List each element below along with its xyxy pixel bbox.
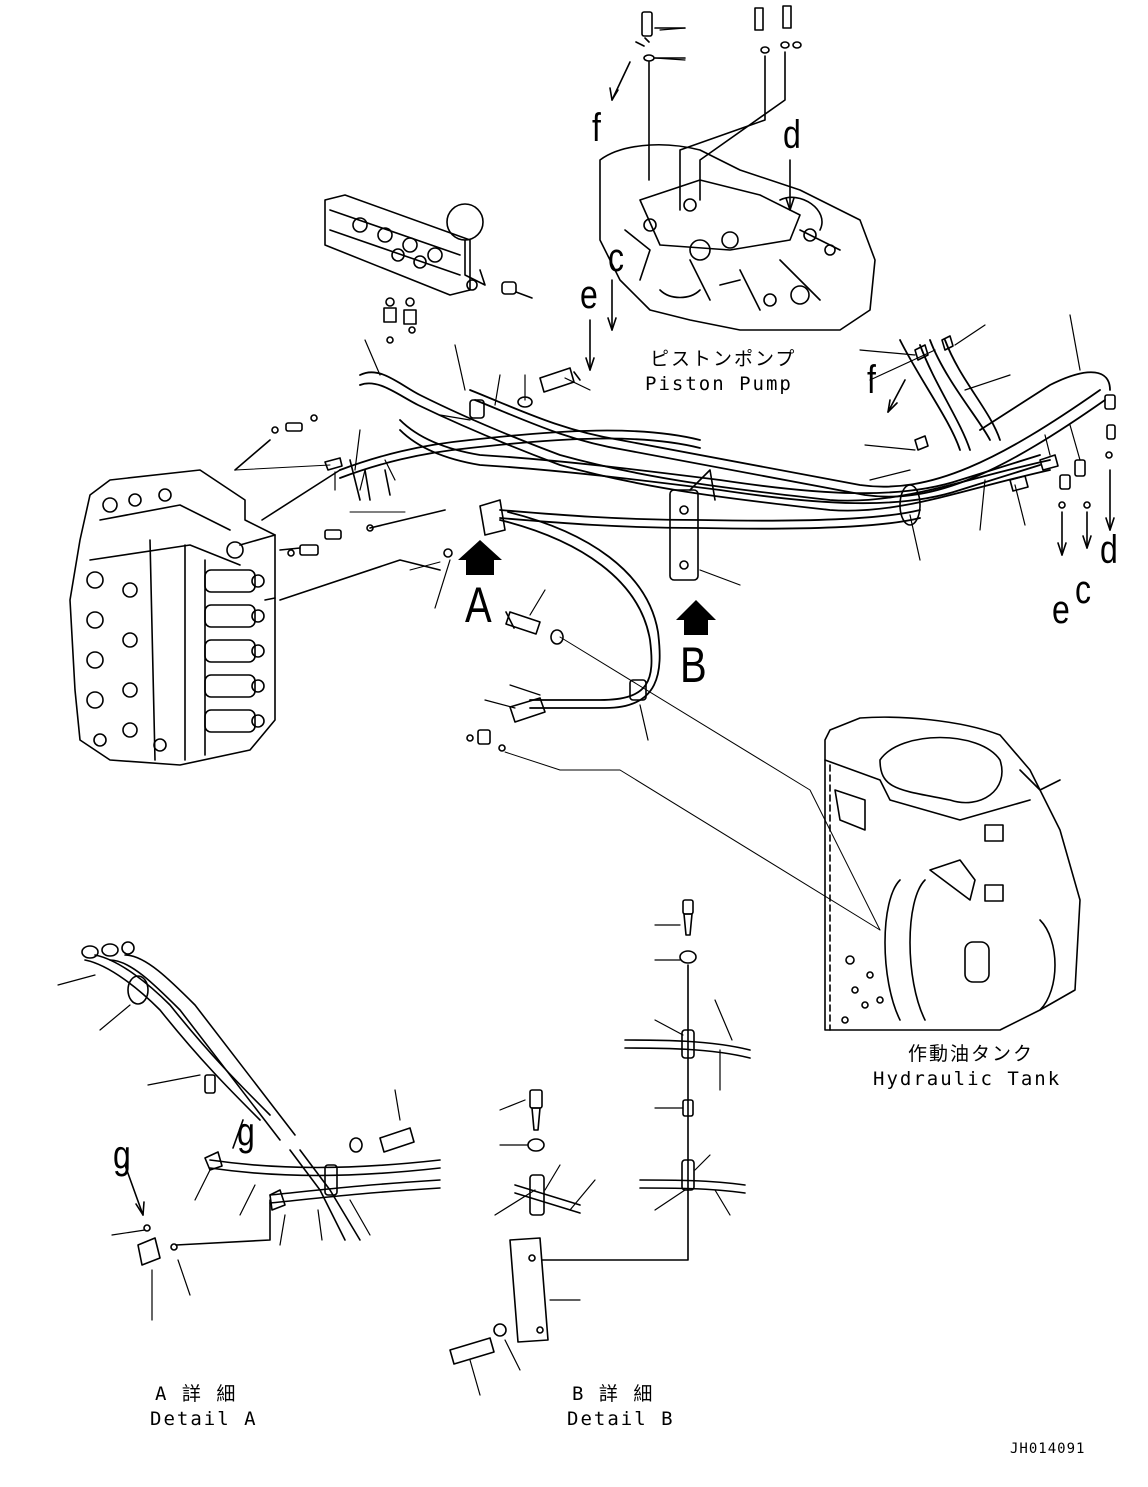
hydraulic-tank — [824, 716, 1081, 1031]
label-f-top: f — [592, 106, 601, 150]
view-arrow-label-a: A — [465, 577, 492, 633]
callout-leaders — [334, 27, 1081, 741]
pilot-manifold — [324, 194, 533, 344]
label-e-top: e — [580, 273, 598, 317]
pump-arrows — [585, 61, 795, 371]
piston-pump-caption-jp: ピストンポンプ — [650, 348, 797, 370]
valve-fittings — [234, 414, 446, 601]
detail-a-caption-jp: A 詳 細 — [155, 1383, 238, 1405]
view-arrow-label-b: B — [680, 637, 707, 693]
label-d-right: d — [1100, 528, 1118, 572]
label-g-left: g — [113, 1133, 131, 1177]
center-fittings — [324, 367, 581, 752]
label-c-right: c — [1075, 568, 1091, 612]
view-arrows — [458, 540, 716, 635]
label-e-right: e — [1052, 588, 1070, 632]
label-f-right: f — [867, 358, 876, 402]
pump-top-fittings — [635, 5, 802, 211]
hydraulic-tank-caption-en: Hydraulic Tank — [873, 1068, 1062, 1090]
detail-a-leaders — [57, 974, 401, 1321]
hose-bundle — [339, 339, 1111, 709]
label-g-mid: g — [237, 1110, 255, 1154]
piston-pump-caption-en: Piston Pump — [645, 373, 793, 395]
right-fittings — [887, 335, 1116, 556]
drawing-id: JH014091 — [1010, 1441, 1086, 1457]
detail-b-caption-jp: B 詳 細 — [572, 1383, 655, 1405]
detail-b-leaders — [469, 924, 733, 1396]
detail-b-caption-en: Detail B — [567, 1408, 675, 1430]
control-valve — [69, 469, 276, 766]
label-c-top: c — [608, 236, 624, 280]
hydraulic-tank-caption-jp: 作動油タンク — [908, 1043, 1035, 1065]
label-d-top: d — [783, 113, 801, 157]
detail-a-caption-en: Detail A — [150, 1408, 258, 1430]
piston-pump — [599, 144, 876, 331]
routing-lines — [234, 464, 881, 931]
detail-a-linework — [81, 941, 441, 1266]
detail-b-linework — [449, 899, 751, 1365]
